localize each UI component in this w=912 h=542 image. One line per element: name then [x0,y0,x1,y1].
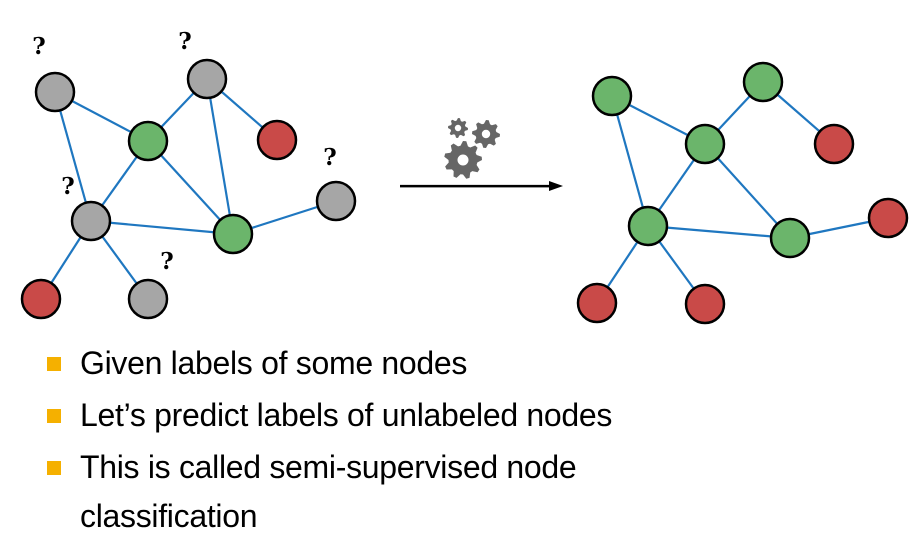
output-edge-a-f [610,95,650,227]
unknown-label-markers: ????? [32,28,336,275]
output-graph-nodes [576,61,909,325]
input-node-h-red [20,278,62,320]
bullet-marker [47,357,61,371]
medium-gear-icon [472,120,500,148]
output-node-g-green [769,217,811,259]
output-edge-c-g [704,143,791,239]
bullet-item-continuation: classification [80,498,258,534]
question-mark-icon: ? [178,28,191,55]
output-node-i-red [684,283,726,325]
output-edge-f-g [647,224,791,240]
input-node-c-green [127,120,169,162]
question-mark-icon: ? [323,144,336,171]
large-gear-icon [444,141,482,179]
output-node-h-red [576,282,618,324]
question-mark-icon: ? [61,173,74,200]
input-node-d-red [256,119,298,161]
output-node-c-green [684,123,726,165]
node-classification-diagram: ????? [20,28,909,325]
output-node-b-green [742,61,784,103]
input-node-g-green [212,213,254,255]
output-node-d-red [813,123,855,165]
right-arrow-icon [400,181,563,191]
input-node-b-unlabeled [186,58,228,100]
input-graph-nodes [20,58,357,320]
bullet-marker [47,461,61,475]
bullet-marker [47,409,61,423]
input-node-i-unlabeled [127,278,169,320]
input-edge-f-g [90,219,234,236]
input-graph: ????? [20,28,357,320]
bullet-item: Given labels of some nodes [80,345,468,381]
input-edge-c-g [147,140,234,235]
output-graph [576,61,909,325]
output-node-a-green [591,75,633,117]
small-gear-icon [448,118,468,138]
question-mark-icon: ? [32,33,45,60]
input-node-e-unlabeled [315,180,357,222]
output-node-e-red [867,197,909,239]
input-node-a-unlabeled [34,71,76,113]
bullet-item: Let’s predict labels of unlabeled nodes [80,397,613,433]
input-node-f-unlabeled [70,200,112,242]
input-edge-b-g [205,78,235,235]
transition [400,118,563,191]
bullet-item: This is called semi-supervised node [80,449,577,485]
output-node-f-green [627,205,669,247]
input-edge-a-f [53,91,93,222]
question-mark-icon: ? [160,248,173,275]
gears-icon [444,118,500,179]
